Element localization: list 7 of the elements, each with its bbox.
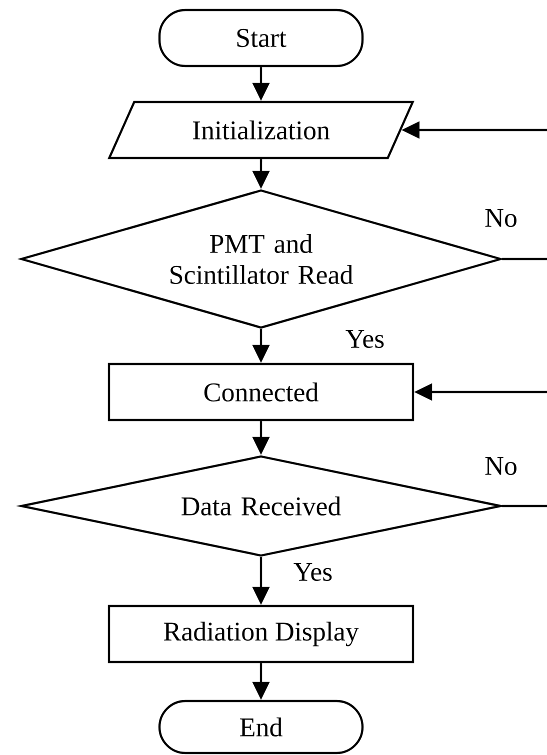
process-box: Radiation Display xyxy=(108,604,414,664)
terminal-box: Start xyxy=(158,8,364,68)
edge-label: No xyxy=(485,457,516,475)
edge-label: Yes xyxy=(294,563,332,581)
edge-label: Yes xyxy=(346,330,384,348)
process-box: Connected xyxy=(108,362,414,422)
terminal-box: End xyxy=(158,700,364,754)
